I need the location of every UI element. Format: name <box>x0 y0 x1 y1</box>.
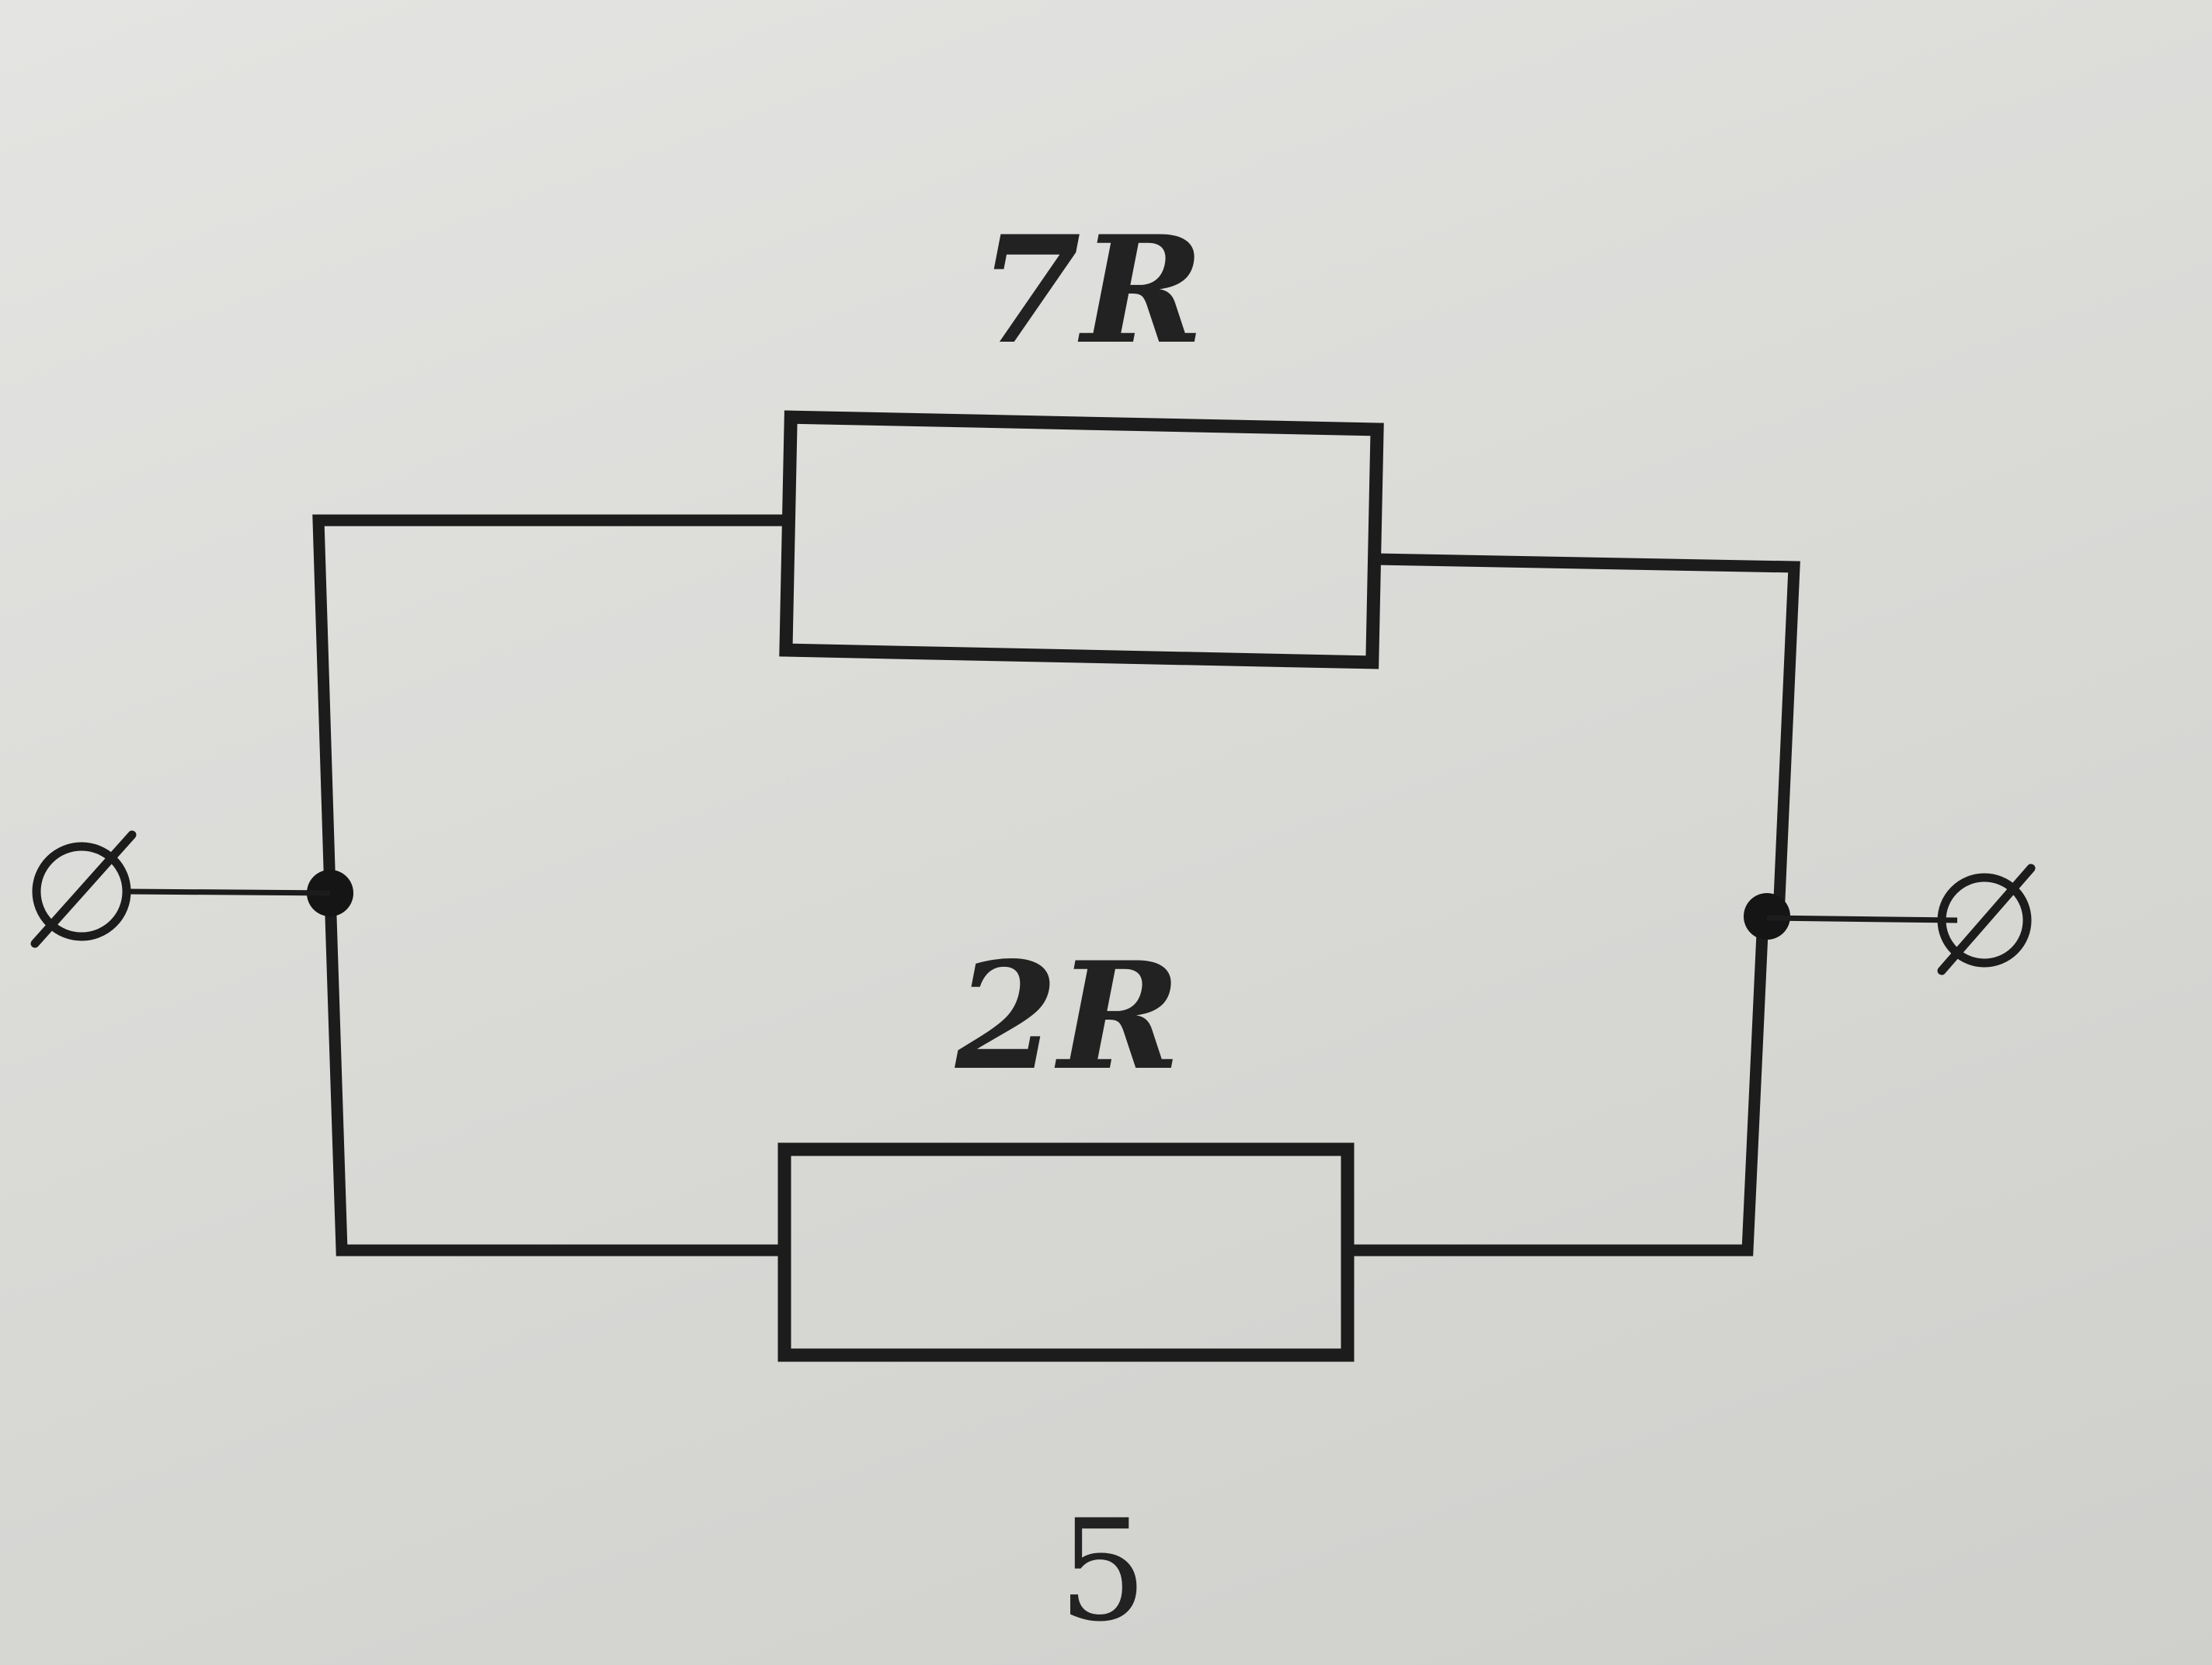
bottom-branch-left-wire <box>324 887 791 1257</box>
resistor-7r-label: 7R <box>979 203 1204 377</box>
figure-number: 5 <box>1059 1490 1148 1653</box>
resistor-2r-label: 2R <box>955 930 1181 1103</box>
right-terminal-lead <box>1766 915 1958 923</box>
right-terminal-icon <box>1937 864 2036 975</box>
top-branch-right-wire <box>1369 553 1800 923</box>
resistor-7r <box>779 410 1384 669</box>
top-branch-left-wire <box>312 514 795 899</box>
left-terminal-lead <box>127 888 331 896</box>
bottom-branch-right-wire <box>1341 910 1769 1257</box>
right-junction-node <box>1744 893 1790 940</box>
left-terminal-icon <box>30 830 137 948</box>
resistor-2r <box>777 1142 1355 1362</box>
